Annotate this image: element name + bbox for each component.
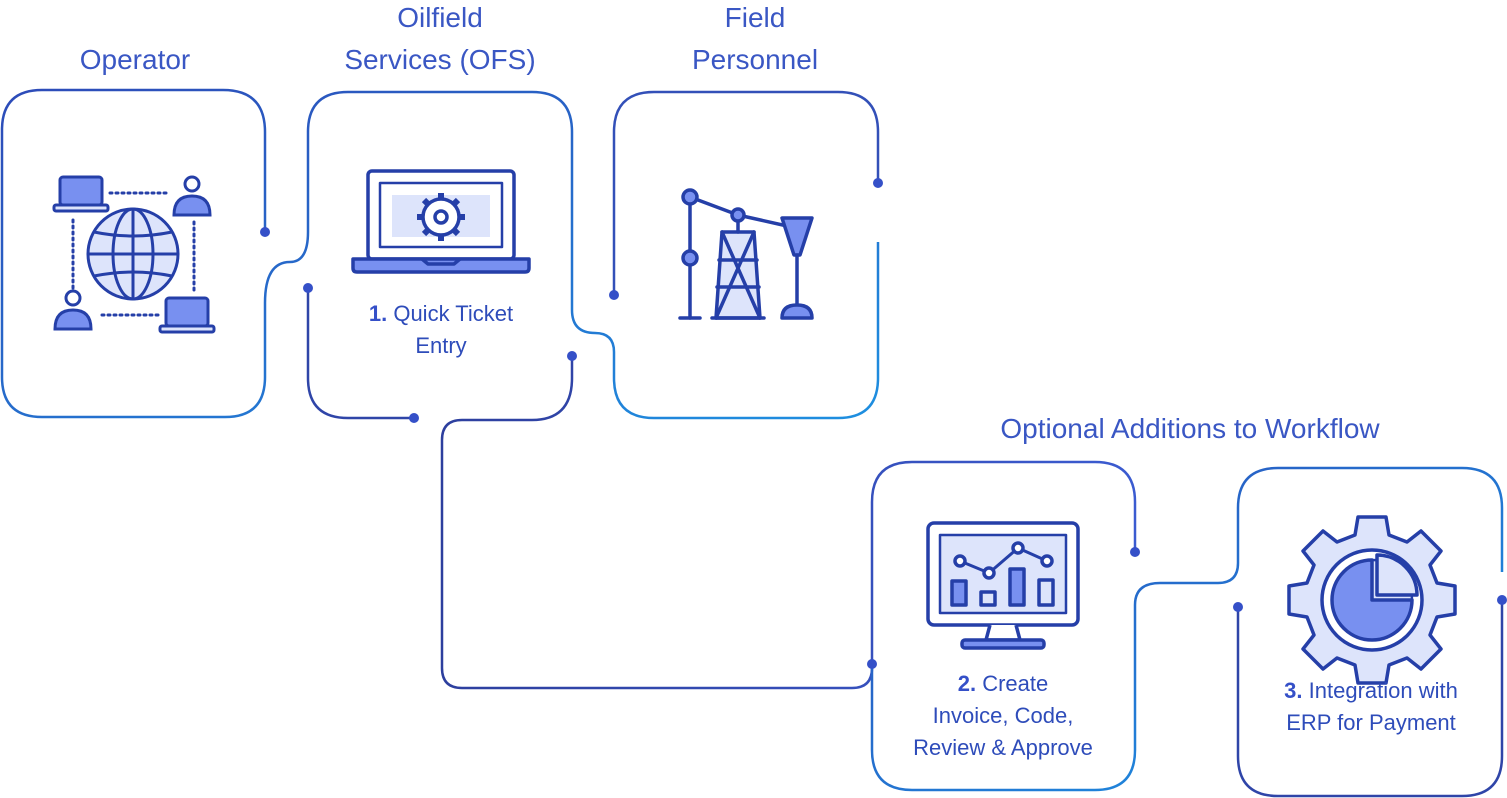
step-3-caption: 3. Integration with ERP for Payment	[1240, 675, 1502, 739]
gear-pie-chart-icon	[1287, 515, 1457, 685]
field-label-line1: Field	[724, 2, 786, 33]
laptop-gear-icon	[351, 169, 531, 274]
oil-pump-jack-icon	[678, 188, 814, 320]
step-3-line1: Integration with	[1308, 678, 1458, 703]
optional-label: Optional Additions to Workflow	[1000, 413, 1380, 444]
ofs-label-line2: Services (OFS)	[344, 44, 536, 75]
optional-header: Optional Additions to Workflow	[900, 408, 1480, 450]
step-1-line2: Entry	[415, 333, 467, 358]
step-3-line2: ERP for Payment	[1286, 710, 1456, 735]
step-2-line1: Create	[982, 671, 1049, 696]
step-1-line1: Quick Ticket	[393, 301, 514, 326]
step-2-line3: Review & Approve	[913, 735, 1093, 760]
erp-box-bottom	[1236, 600, 1504, 798]
field-box-top	[612, 90, 880, 295]
step-1-caption: 1. Quick Ticket Entry	[312, 298, 570, 362]
network-globe-icon	[52, 175, 216, 334]
invoice-box-bottom	[870, 466, 1504, 792]
connector-dots	[260, 178, 1507, 669]
step-2-line2: Invoice, Code,	[932, 703, 1074, 728]
monitor-chart-icon	[926, 521, 1080, 650]
ofs-inner-connector	[306, 288, 414, 420]
ofs-to-invoice-connector	[440, 356, 1137, 690]
field-header: Field Personnel	[620, 0, 890, 81]
ofs-header: Oilfield Services (OFS)	[300, 0, 580, 81]
step-2-caption: 2. Create Invoice, Code, Review & Approv…	[872, 668, 1134, 764]
ofs-label-line1: Oilfield	[397, 2, 483, 33]
step-3-number: 3.	[1284, 678, 1303, 703]
operator-header: Operator	[20, 39, 250, 81]
step-1-number: 1.	[368, 301, 388, 326]
field-label-line2: Personnel	[691, 44, 819, 75]
operator-box	[0, 88, 880, 420]
step-2-number: 2.	[957, 671, 977, 696]
operator-label: Operator	[79, 44, 191, 75]
